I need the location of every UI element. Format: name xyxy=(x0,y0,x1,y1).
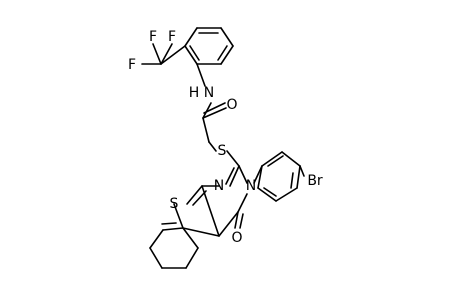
bond xyxy=(220,27,234,47)
bond xyxy=(196,63,206,87)
bond xyxy=(149,229,164,249)
bond xyxy=(229,165,240,187)
bond xyxy=(239,213,244,229)
bond xyxy=(149,247,163,269)
atom-label-n: N xyxy=(204,85,214,101)
bond xyxy=(162,227,184,231)
bond xyxy=(237,193,248,213)
bond-inner xyxy=(267,155,284,167)
bond xyxy=(192,190,207,206)
bond xyxy=(186,185,203,205)
atom-label-h: H xyxy=(189,85,200,101)
atom-label-br: Br xyxy=(307,173,323,189)
atom-label-c: C xyxy=(145,51,155,67)
bond xyxy=(257,165,263,189)
bond xyxy=(202,102,212,119)
bond xyxy=(152,43,162,65)
atom-label-o: O xyxy=(226,97,237,113)
bond xyxy=(185,247,199,269)
bond xyxy=(253,165,263,184)
bond-inner xyxy=(189,45,200,61)
bond-inner xyxy=(217,45,228,61)
bond xyxy=(182,227,220,237)
atom-label-o: O xyxy=(231,230,242,246)
bond xyxy=(184,27,198,47)
bond xyxy=(218,211,239,237)
atom-label-s: S xyxy=(170,196,179,212)
bond xyxy=(281,151,301,167)
bond xyxy=(201,185,220,237)
bond-inner xyxy=(263,187,277,197)
bond xyxy=(160,45,186,65)
bonds xyxy=(141,27,305,269)
bond xyxy=(234,211,239,229)
bond xyxy=(261,151,283,167)
bond xyxy=(226,150,240,167)
atom-labels: F F F C N H O S N N Br S O xyxy=(128,29,323,246)
atom-label-f: F xyxy=(128,57,136,73)
bond xyxy=(257,187,277,202)
atom-label-f: F xyxy=(168,29,176,45)
bond xyxy=(202,117,210,143)
bond xyxy=(160,43,173,65)
bond xyxy=(238,165,248,184)
atom-label-n: N xyxy=(246,178,256,194)
bond-inner xyxy=(290,172,294,189)
bond xyxy=(184,45,198,65)
bond xyxy=(202,107,227,119)
bond xyxy=(225,167,235,185)
bond xyxy=(173,203,184,229)
bond xyxy=(296,165,301,189)
bond xyxy=(161,222,177,225)
bond xyxy=(299,165,305,177)
atom-label-f: F xyxy=(149,29,157,45)
atom-label-s: S xyxy=(218,143,227,159)
bond xyxy=(275,187,298,202)
bond xyxy=(182,227,199,249)
bond xyxy=(208,141,217,152)
bond xyxy=(203,102,226,114)
atom-label-n: N xyxy=(214,178,224,194)
bond xyxy=(220,45,234,65)
